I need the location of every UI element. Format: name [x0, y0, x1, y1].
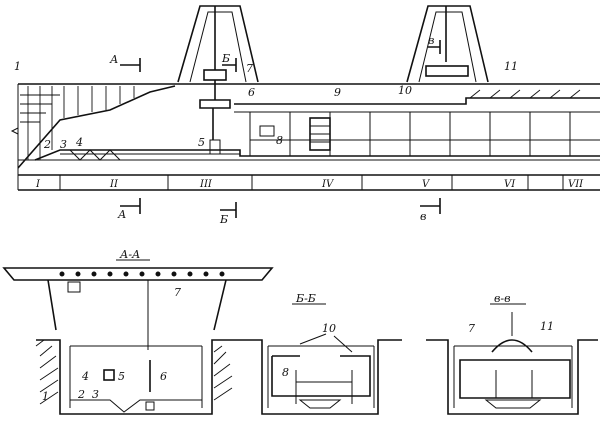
section-vv: в-в 7 11: [426, 292, 598, 415]
part-label: 6: [248, 86, 255, 99]
equipment-9: [309, 117, 331, 151]
section-bb: Б-Б 10 8: [236, 292, 402, 415]
part-label: 5: [118, 370, 125, 383]
part-label: 1: [42, 390, 49, 403]
part-label: 10: [322, 322, 336, 335]
part-label: 4: [81, 370, 89, 383]
part-label: 9: [334, 86, 341, 99]
part-label: 5: [198, 136, 205, 149]
stage-label: I: [35, 179, 41, 190]
part-label: 3: [60, 138, 67, 151]
section-arrows: [120, 40, 441, 218]
part-label: 8: [276, 134, 283, 147]
stage-label: VII: [568, 179, 584, 190]
part-label: 1: [14, 60, 21, 73]
section-title-vv: в-в: [494, 292, 511, 305]
part-label: 7: [246, 62, 253, 75]
marker-a-bottom: А: [117, 208, 126, 221]
marker-v-bottom: в: [420, 210, 426, 223]
part-label: 3: [92, 388, 99, 401]
part-label: 8: [282, 366, 289, 379]
stage-label: II: [109, 179, 119, 190]
marker-a-top: А: [109, 53, 118, 66]
part-label: 7: [174, 286, 181, 299]
part-label: 6: [160, 370, 167, 383]
part-label: 4: [75, 136, 83, 149]
part-label: 11: [504, 60, 518, 73]
stage-label: VI: [504, 179, 516, 190]
part-label: 11: [540, 320, 554, 333]
section-title-aa: А-А: [119, 248, 140, 261]
stage-label: IV: [321, 179, 335, 190]
part-label: 10: [398, 84, 412, 97]
marker-v-top: в: [428, 34, 434, 47]
stage-label: III: [199, 179, 213, 190]
gantry-crane-left: [177, 5, 259, 155]
part-label: 2: [77, 388, 85, 401]
marker-b-top: Б: [221, 52, 230, 65]
gantry-crane-right: [406, 5, 489, 83]
marker-b-bottom: Б: [219, 213, 228, 226]
longitudinal-view: А А Б Б в в 1 2 3 4 5 6 7 8 9 10 11 I II…: [10, 5, 600, 226]
section-title-bb: Б-Б: [295, 292, 316, 305]
section-aa: А-А 7 4 5 6 1 2 3: [2, 248, 274, 415]
part-label: 2: [43, 138, 51, 151]
stage-label: V: [422, 179, 431, 190]
part-label: 7: [468, 322, 475, 335]
